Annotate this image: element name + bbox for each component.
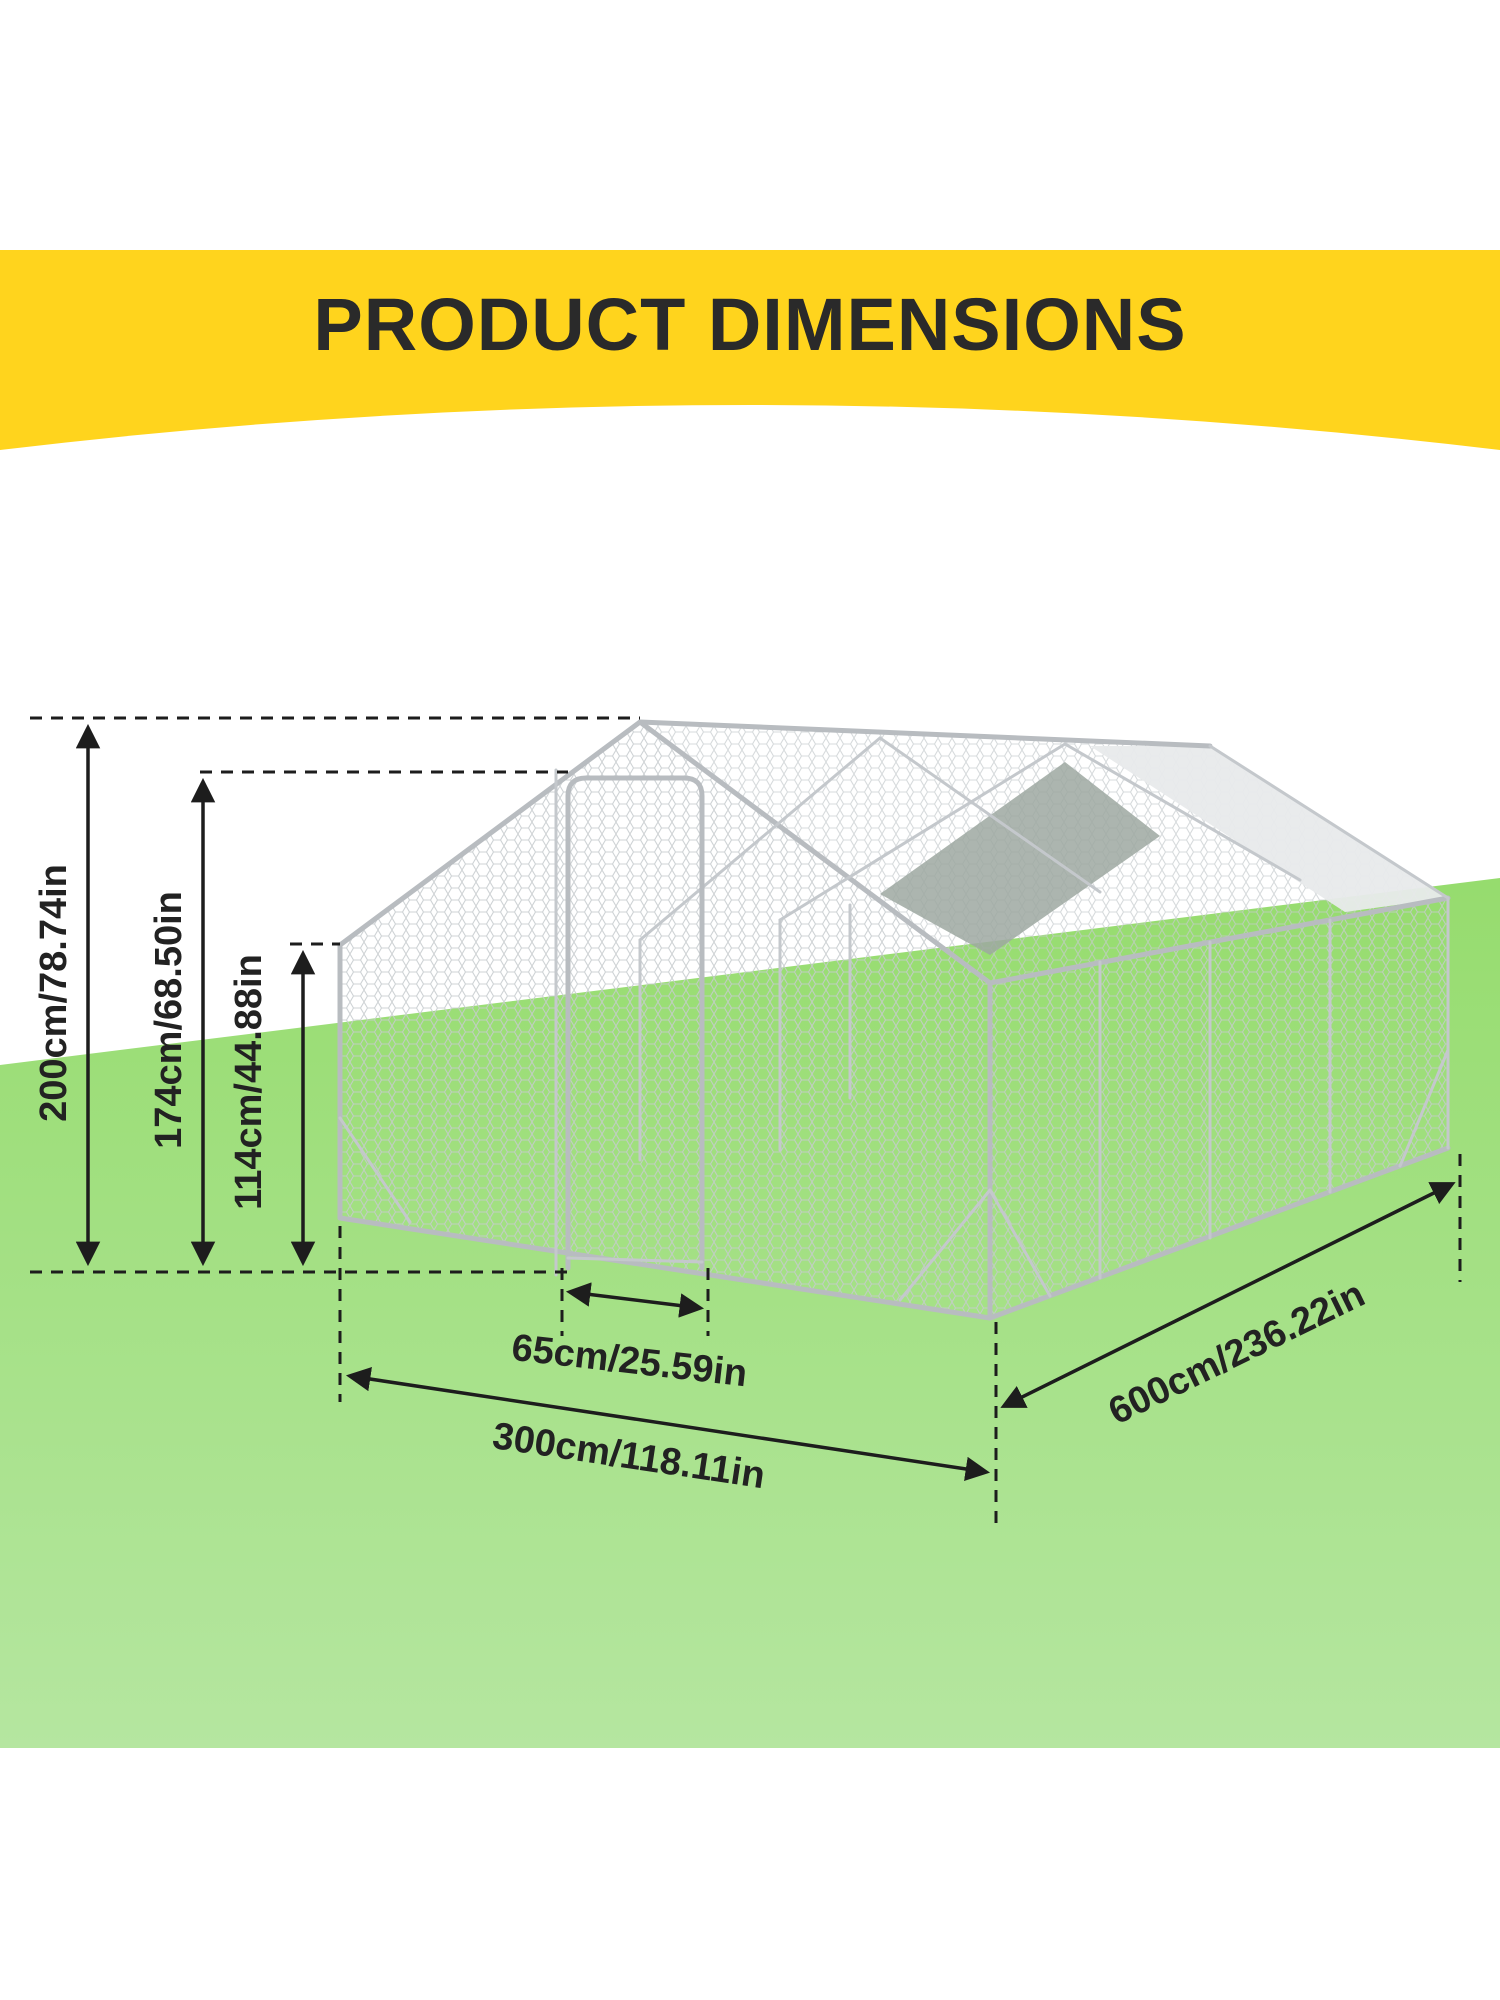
height-200-label: 200cm/78.74in: [33, 864, 75, 1122]
page-title: PRODUCT DIMENSIONS: [313, 283, 1186, 366]
roof-cover: [1090, 746, 1448, 912]
side-eave-rail: [987, 895, 1451, 986]
height-114-label: 114cm/44.88in: [228, 954, 270, 1210]
front-gable-wall-mesh: [340, 722, 990, 1318]
door-width-arrow: [565, 1282, 705, 1318]
header-banner: [0, 250, 1500, 450]
height-174-label: 174cm/68.50in: [148, 891, 190, 1149]
door-frame: [565, 775, 705, 1271]
corner-brace-1: [338, 1116, 412, 1224]
bottom-white-band: [0, 1748, 1500, 2000]
width-arrow: [345, 1366, 991, 1482]
length-arrow: [1000, 1182, 1456, 1408]
door-bottom-rail: [566, 1256, 704, 1264]
shade-panel: [880, 762, 1160, 955]
roof-ridge: [637, 719, 1213, 749]
middle-rafter-1: [638, 736, 1102, 942]
corner-brace-4: [1398, 1048, 1450, 1168]
front-base-rail: [337, 1215, 993, 1321]
middle-rafter-2: [778, 742, 1302, 922]
corner-brace-2: [898, 1188, 992, 1302]
back-rafter: [1208, 744, 1450, 900]
